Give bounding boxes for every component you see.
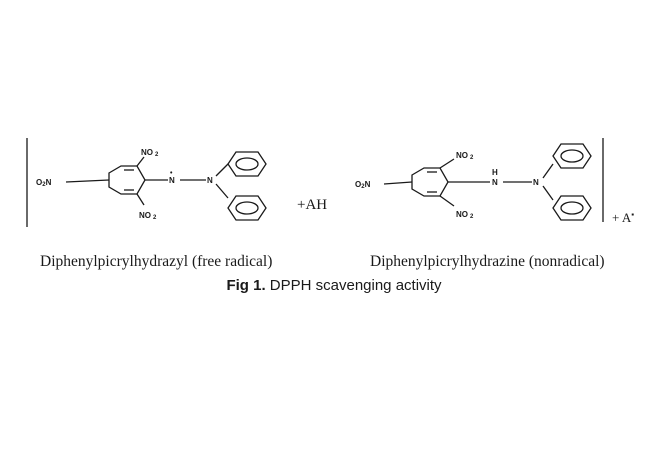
radical-nitrogen-label: N — [169, 176, 175, 185]
figure-caption-label: Fig 1. — [226, 277, 266, 294]
amine-nitrogen-label: N — [533, 178, 539, 187]
amine-nitrogen-label: N — [207, 176, 213, 185]
figure-caption: Fig 1. DPPH scavenging activity — [0, 277, 668, 294]
nitro-bond — [136, 156, 145, 167]
upper-phenyl-aromatic-circle — [235, 157, 259, 171]
phenyl-bond — [542, 185, 554, 201]
phenyl-bond — [542, 163, 554, 179]
o2n-label: O2N — [355, 180, 371, 190]
upper-phenyl-aromatic-circle — [560, 149, 584, 163]
phenyl-bond — [215, 163, 229, 177]
upper-phenyl-ring — [227, 151, 267, 177]
hydrogen-label: H — [492, 168, 498, 177]
radical-dot: • — [170, 170, 173, 177]
lower-phenyl-ring — [227, 195, 267, 221]
figure-caption-text: DPPH scavenging activity — [265, 277, 442, 294]
nitro-bond — [439, 195, 455, 207]
phenyl-bond — [215, 183, 229, 199]
lower-phenyl-aromatic-circle — [560, 201, 584, 215]
lower-phenyl-ring — [552, 195, 592, 221]
o2n-label: O2N — [36, 178, 52, 188]
product-name: Diphenylpicrylhydrazine (nonradical) — [370, 253, 605, 270]
picryl-ring — [411, 167, 449, 197]
nitro-bond — [65, 179, 110, 183]
byproduct-radical: + A▪ — [612, 210, 634, 225]
nitro-bond — [439, 158, 455, 169]
dpph-radical-structure — [26, 138, 267, 227]
nitro-bond — [383, 181, 413, 185]
upper-phenyl-ring — [552, 143, 592, 169]
reagent-ah: +AH — [297, 197, 327, 213]
picryl-ring — [108, 165, 146, 195]
nh-nitrogen-label: N — [492, 178, 498, 187]
reactant-name: Diphenylpicrylhydrazyl (free radical) — [40, 253, 273, 270]
lower-phenyl-aromatic-circle — [235, 201, 259, 215]
dpph-h-structure — [383, 138, 604, 222]
nitro-bond — [136, 193, 145, 206]
